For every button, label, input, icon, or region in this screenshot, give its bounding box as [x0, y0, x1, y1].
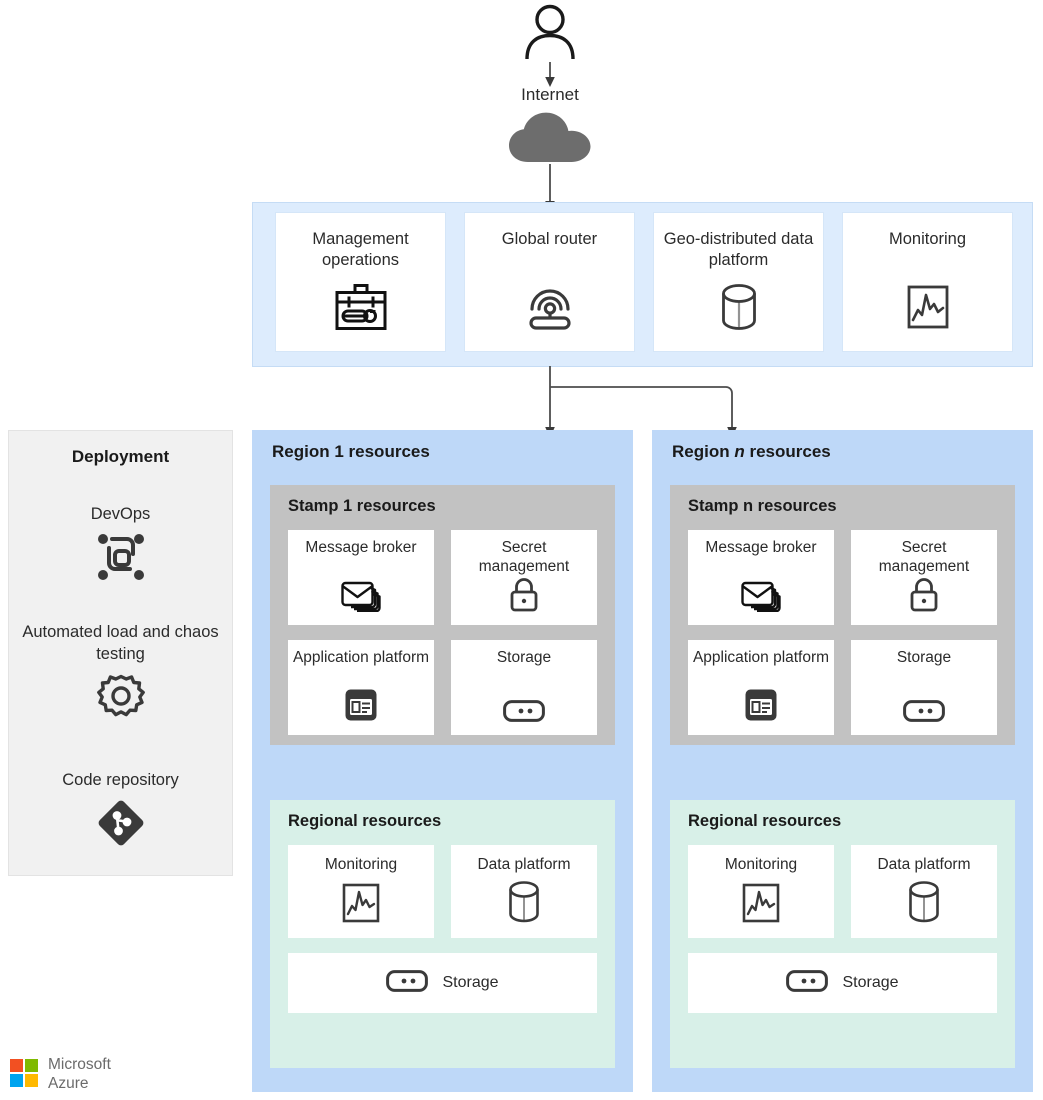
- regional-card-label: Monitoring: [324, 856, 398, 873]
- stamp-card-storage[interactable]: Storage: [851, 640, 997, 735]
- region-block-1: Region 1 resources Stamp 1 resources Mes…: [252, 430, 633, 1092]
- global-card-label: Geo-distributed data platform: [663, 230, 814, 269]
- app-window-icon: [344, 688, 378, 727]
- stamp-card-label: Storage: [496, 649, 552, 666]
- regional-card-label: Data platform: [477, 856, 571, 873]
- regional-card-label: Monitoring: [724, 856, 798, 873]
- regional-card-monitoring[interactable]: Monitoring: [288, 845, 434, 938]
- region-title: Region 1 resources: [272, 442, 430, 462]
- regional-card-storage-wide[interactable]: Storage: [688, 953, 997, 1013]
- mail-stack-icon: [741, 578, 781, 617]
- stamp-block: Stamp n resources Message broker Secret …: [670, 485, 1015, 745]
- regional-card-data-platform[interactable]: Data platform: [851, 845, 997, 938]
- devops-icon: [9, 533, 232, 586]
- deployment-item-automated-load-and-chaos-testing[interactable]: Automated load and chaos testing: [9, 621, 232, 728]
- deployment-panel: Deployment DevOps Automated load and cha…: [8, 430, 233, 876]
- database-icon: [721, 284, 757, 335]
- storage-icon: [903, 700, 945, 727]
- toolbox-icon: [335, 284, 387, 335]
- deployment-item-label: Automated load and chaos testing: [22, 623, 219, 663]
- chart-monitor-icon: [907, 284, 949, 335]
- lock-icon: [509, 578, 539, 617]
- regional-card-monitoring[interactable]: Monitoring: [688, 845, 834, 938]
- global-card-label: Management operations: [312, 230, 409, 269]
- app-window-icon: [744, 688, 778, 727]
- logo-line-azure: Azure: [48, 1075, 89, 1092]
- region-title-variable: 1: [334, 442, 344, 461]
- stamp-card-storage[interactable]: Storage: [451, 640, 597, 735]
- region-title-variable: n: [734, 442, 745, 461]
- database-icon: [908, 881, 940, 928]
- deployment-item-label: DevOps: [90, 505, 151, 523]
- logo-line-microsoft: Microsoft: [48, 1056, 111, 1073]
- lock-icon: [909, 578, 939, 617]
- regional-card-label: Storage: [442, 974, 499, 991]
- storage-icon: [786, 969, 829, 997]
- regional-title: Regional resources: [288, 812, 442, 830]
- stamp-block: Stamp 1 resources Message broker Secret …: [270, 485, 615, 745]
- global-card-geo-distributed-data-platform[interactable]: Geo-distributed data platform: [653, 212, 824, 352]
- chart-monitor-icon: [742, 883, 780, 928]
- stamp-card-secret-management[interactable]: Secret management: [451, 530, 597, 625]
- storage-icon: [503, 700, 545, 727]
- global-card-global-router[interactable]: Global router: [464, 212, 635, 352]
- region-title: Region n resources: [672, 442, 831, 462]
- stamp-card-message-broker[interactable]: Message broker: [688, 530, 834, 625]
- stamp-card-label: Application platform: [692, 649, 830, 666]
- mail-stack-icon: [341, 578, 381, 617]
- internet-label: Internet: [521, 85, 579, 104]
- stamp-title: Stamp n resources: [688, 497, 837, 515]
- regional-title: Regional resources: [688, 812, 842, 830]
- global-card-management-operations[interactable]: Management operations: [275, 212, 446, 352]
- region-title-prefix: Region: [272, 442, 335, 461]
- regional-card-label: Storage: [842, 974, 899, 991]
- global-card-label: Monitoring: [888, 230, 967, 248]
- user-icon: [519, 4, 581, 61]
- stamp-card-label: Message broker: [305, 539, 417, 556]
- gear-icon: [9, 673, 232, 728]
- microsoft-azure-logo: Microsoft Azure: [10, 1055, 180, 1095]
- region-title-prefix: Region: [672, 442, 735, 461]
- regional-card-data-platform[interactable]: Data platform: [451, 845, 597, 938]
- antenna-router-icon: [525, 286, 575, 335]
- git-icon: [9, 799, 232, 852]
- stamp-card-label: Secret management: [878, 539, 970, 575]
- deployment-item-label: Code repository: [62, 771, 179, 789]
- regional-resources-block: Regional resources Monitoring Data platf…: [270, 800, 615, 1068]
- deployment-title: Deployment: [71, 447, 170, 466]
- microsoft-logo-squares: [10, 1059, 40, 1089]
- deployment-item-code-repository[interactable]: Code repository: [9, 769, 232, 852]
- regional-card-label: Data platform: [877, 856, 971, 873]
- stamp-card-label: Secret management: [478, 539, 570, 575]
- microsoft-azure-wordmark: Microsoft Azure: [48, 1055, 111, 1093]
- stamp-card-label: Storage: [896, 649, 952, 666]
- region-title-suffix: resources: [744, 442, 831, 461]
- stamp-card-label: Application platform: [292, 649, 430, 666]
- region-block-n: Region n resources Stamp n resources Mes…: [652, 430, 1033, 1092]
- storage-icon: [386, 969, 429, 997]
- regional-card-storage-wide[interactable]: Storage: [288, 953, 597, 1013]
- regional-resources-block: Regional resources Monitoring Data platf…: [670, 800, 1015, 1068]
- cloud-icon: [508, 112, 594, 164]
- stamp-card-secret-management[interactable]: Secret management: [851, 530, 997, 625]
- deployment-item-devops[interactable]: DevOps: [9, 503, 232, 586]
- stamp-card-label: Message broker: [705, 539, 817, 556]
- global-card-monitoring[interactable]: Monitoring: [842, 212, 1013, 352]
- stamp-card-application-platform[interactable]: Application platform: [688, 640, 834, 735]
- stamp-title: Stamp 1 resources: [288, 497, 436, 515]
- stamp-card-application-platform[interactable]: Application platform: [288, 640, 434, 735]
- connector-global-to-regions: [540, 366, 750, 440]
- database-icon: [508, 881, 540, 928]
- chart-monitor-icon: [342, 883, 380, 928]
- stamp-card-message-broker[interactable]: Message broker: [288, 530, 434, 625]
- global-card-label: Global router: [501, 230, 598, 248]
- arrow-user-to-internet: [543, 62, 557, 88]
- region-title-suffix: resources: [343, 442, 430, 461]
